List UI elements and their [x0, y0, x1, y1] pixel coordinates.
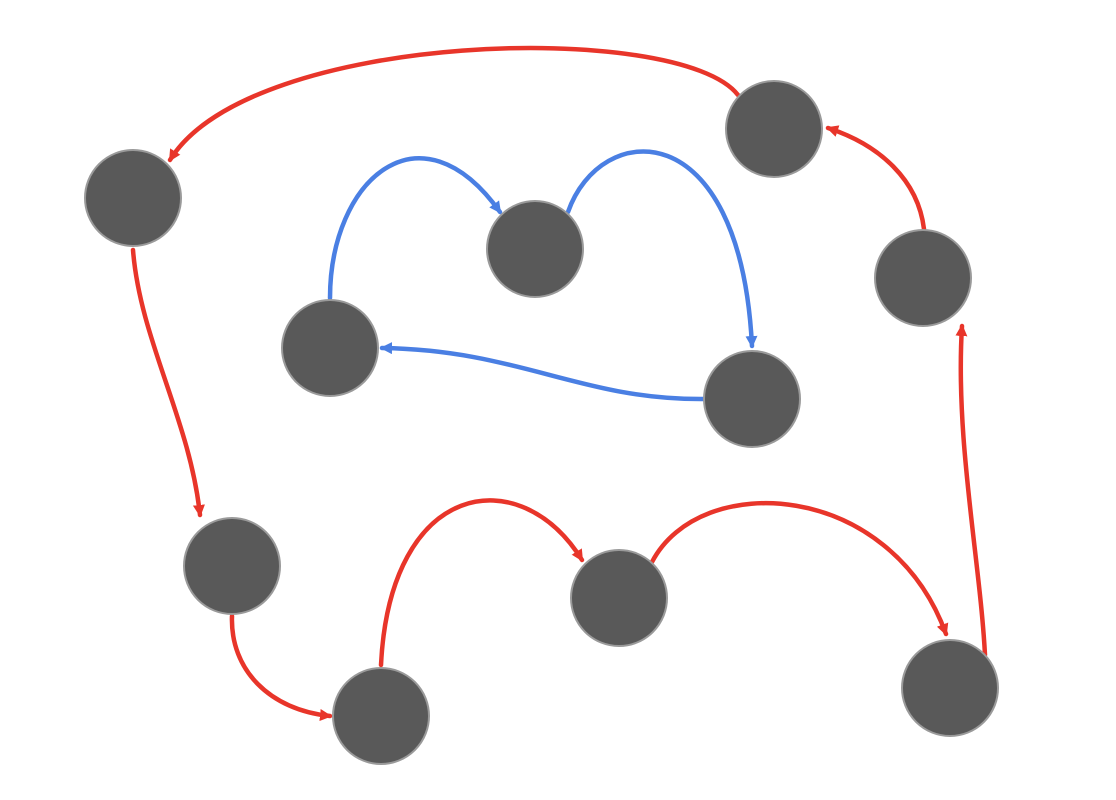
- nodes-layer: [84, 80, 999, 765]
- graph-node-n4: [703, 350, 801, 448]
- edge-n6-n7-arrow: [378, 498, 585, 668]
- graph-node-n10: [725, 80, 823, 178]
- graph-node-n3: [486, 200, 584, 298]
- edge-n2-n3-arrow: [327, 156, 503, 301]
- graph-node-n6: [332, 667, 430, 765]
- edges-layer: [130, 45, 988, 721]
- edge-n1-n5-arrow: [130, 247, 205, 518]
- edge-n3-n4-arrow: [565, 149, 758, 349]
- graph-node-n1: [84, 149, 182, 247]
- graph-node-n9: [874, 229, 972, 327]
- edge-n8-n9-arrow: [955, 323, 988, 658]
- graph-node-n8: [901, 639, 999, 737]
- edge-n11-n10-arrow: [825, 125, 927, 232]
- graph-node-n5: [183, 517, 281, 615]
- edge-n7-n8-arrow: [649, 500, 949, 637]
- edge-n4-n2-arrow: [379, 342, 707, 402]
- graph-node-n2: [281, 299, 379, 397]
- edge-n10-n1-arrow: [167, 45, 741, 163]
- graph-node-n7: [570, 549, 668, 647]
- edge-n5-n6-arrow: [229, 613, 333, 721]
